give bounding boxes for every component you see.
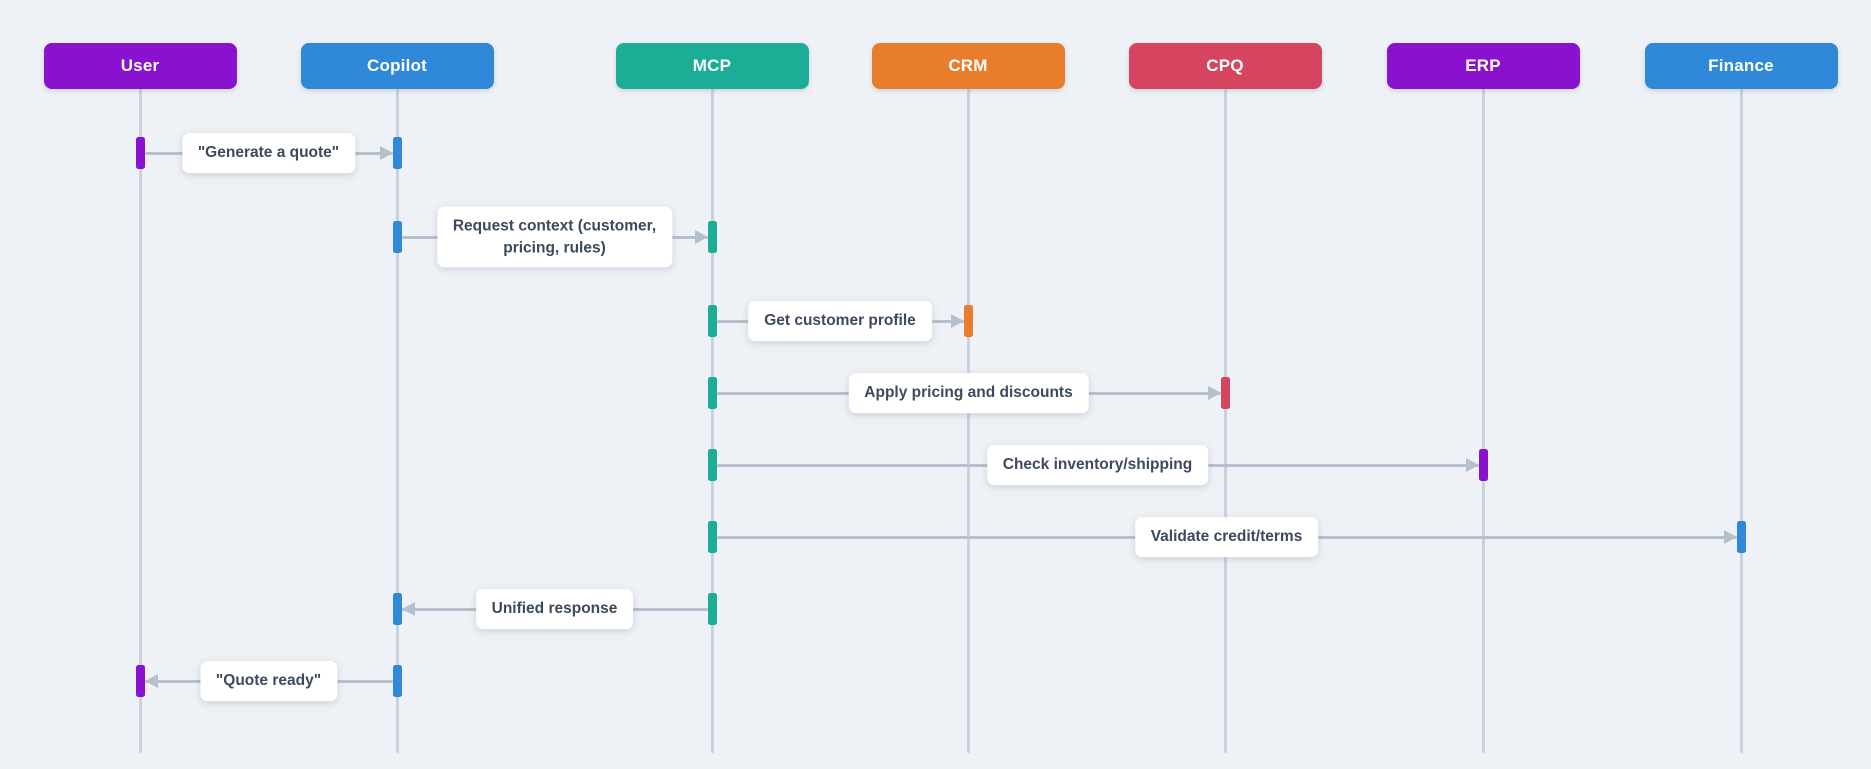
arrowhead-icon <box>1723 530 1737 544</box>
activation-bar-source <box>392 665 402 697</box>
message-label: Unified response <box>475 589 634 629</box>
activation-bar-target <box>963 305 973 337</box>
activation-bar-source <box>707 449 717 481</box>
activation-bar-source <box>707 593 717 625</box>
arrowhead-icon <box>694 230 708 244</box>
arrowhead-icon <box>1207 386 1221 400</box>
lifeline <box>710 88 714 753</box>
message-label: "Quote ready" <box>199 661 338 701</box>
actor-header-finance: Finance <box>1644 43 1838 89</box>
lifeline <box>138 88 142 753</box>
arrowhead-icon <box>379 146 393 160</box>
activation-bar-target <box>707 221 717 253</box>
actor-label: ERP <box>1465 56 1501 75</box>
actor-label: MCP <box>692 56 732 75</box>
actor-header-cpq: CPQ <box>1128 43 1322 89</box>
activation-bar-source <box>707 521 717 553</box>
actor-label: Finance <box>1708 56 1774 75</box>
message-label: Apply pricing and discounts <box>848 373 1089 413</box>
actor-label: Copilot <box>367 56 427 75</box>
lifeline <box>395 88 399 753</box>
actor-header-erp: ERP <box>1386 43 1580 89</box>
actor-label: CRM <box>948 56 988 75</box>
arrowhead-icon <box>950 314 964 328</box>
activation-bar-target <box>1478 449 1488 481</box>
activation-bar-target <box>1736 521 1746 553</box>
actor-header-mcp: MCP <box>615 43 809 89</box>
actor-label: CPQ <box>1206 56 1244 75</box>
lifeline <box>966 88 970 753</box>
message-label: Check inventory/shipping <box>986 445 1209 485</box>
lifeline <box>1481 88 1485 753</box>
activation-bar-source <box>135 137 145 169</box>
activation-bar-target <box>392 593 402 625</box>
activation-bar-target <box>392 137 402 169</box>
activation-bar-source <box>707 305 717 337</box>
arrowhead-icon <box>1465 458 1479 472</box>
activation-bar-source <box>707 377 717 409</box>
actor-header-user: User <box>43 43 237 89</box>
message-label: Request context (customer, pricing, rule… <box>436 206 673 268</box>
arrowhead-icon <box>144 674 158 688</box>
message-label: "Generate a quote" <box>181 133 356 173</box>
message-label: Validate credit/terms <box>1134 517 1319 557</box>
actor-header-crm: CRM <box>871 43 1065 89</box>
actor-header-copilot: Copilot <box>300 43 494 89</box>
lifeline <box>1223 88 1227 753</box>
lifeline <box>1739 88 1743 753</box>
activation-bar-source <box>392 221 402 253</box>
arrowhead-icon <box>401 602 415 616</box>
activation-bar-target <box>135 665 145 697</box>
message-label: Get customer profile <box>748 301 932 341</box>
activation-bar-target <box>1220 377 1230 409</box>
actor-label: User <box>120 56 160 75</box>
